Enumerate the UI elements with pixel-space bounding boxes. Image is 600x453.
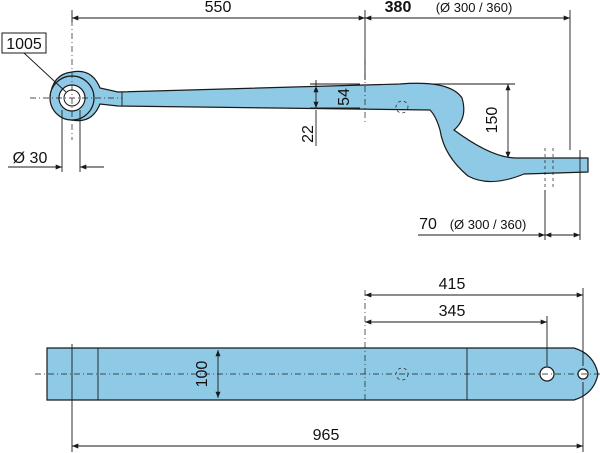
dim-70-label: 70 — [419, 216, 437, 233]
leaf-spring-side-profile — [49, 70, 589, 183]
dim-150-label: 150 — [484, 107, 501, 134]
dim-100-label: 100 — [194, 361, 211, 388]
dim-380-label: 380 — [385, 0, 412, 16]
dim-550-label: 550 — [205, 0, 232, 16]
side-view: 550 380 (Ø 300 / 360) 1005 54 22 150 Ø 3… — [1, 0, 589, 240]
dim-415-label: 415 — [439, 276, 466, 293]
dim-380-note: (Ø 300 / 360) — [436, 0, 513, 15]
dim-345-label: 345 — [439, 303, 466, 320]
dim-22-label: 22 — [300, 125, 317, 143]
dim-70-note: (Ø 300 / 360) — [450, 217, 527, 232]
plan-view: 415 345 100 965 — [35, 276, 600, 452]
dim-965-label: 965 — [313, 427, 340, 444]
part-number-label: 1005 — [6, 36, 42, 53]
part-number-leader — [23, 52, 67, 93]
dim-54-label: 54 — [336, 88, 353, 106]
dim-eye-diameter-label: Ø 30 — [13, 150, 48, 167]
